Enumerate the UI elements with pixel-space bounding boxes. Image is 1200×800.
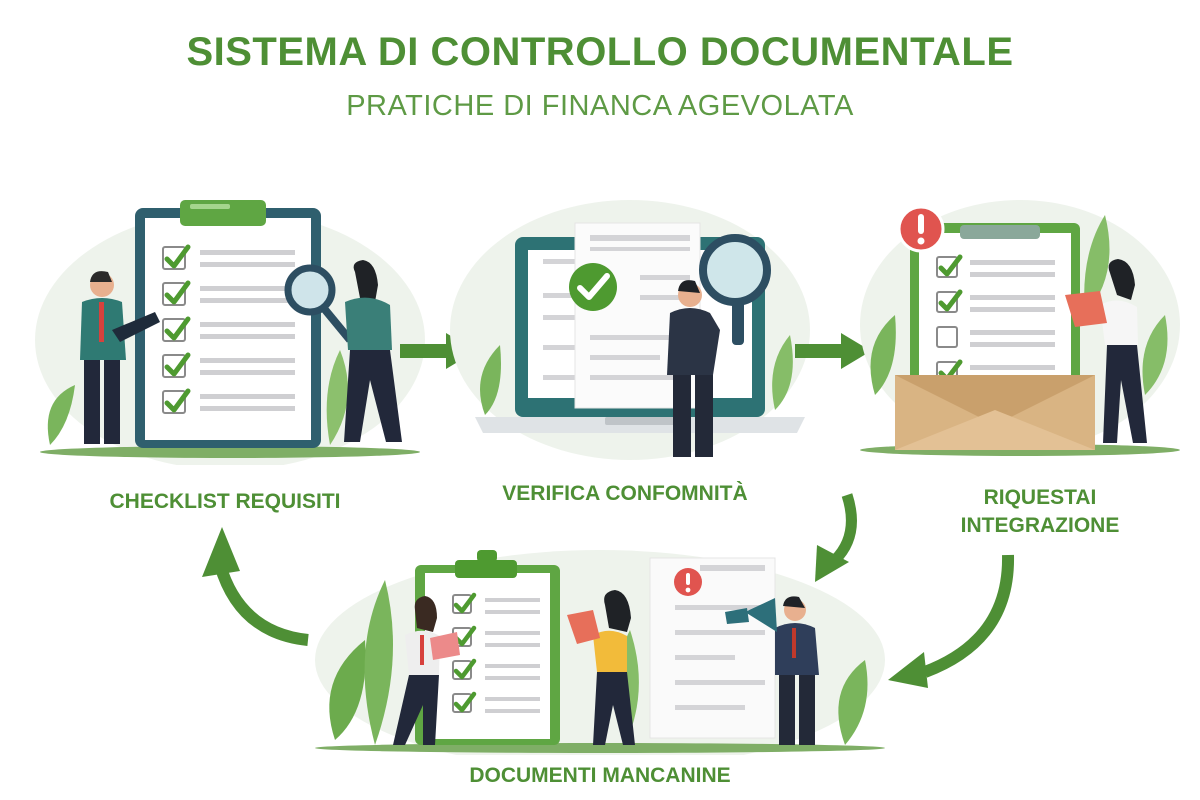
- woman-with-magnifier-figure: [284, 260, 402, 442]
- step-label-richiesta-line1: RIQUESTAI: [983, 486, 1097, 509]
- flow-arrow-right-2: [795, 333, 871, 369]
- step-label-mancanti: DOCUMENTI MANCANINE: [469, 764, 731, 787]
- flow-arrow-curved-down: [815, 493, 857, 582]
- flow-arrow-curved-up: [202, 527, 309, 646]
- alert-icon: [897, 205, 945, 253]
- page-subtitle: PRATICHE DI FINANCA AGEVOLATA: [346, 90, 854, 122]
- verifica-scene: [445, 195, 815, 470]
- check-circle-icon: [569, 263, 617, 311]
- step-label-verifica: VERIFICA CONFOMNITÀ: [502, 482, 748, 505]
- man-with-magnifier-figure: [667, 234, 771, 457]
- step-label-richiesta-line2: INTEGRAZIONE: [960, 514, 1120, 537]
- step-label-checklist: CHECKLIST REQUISITI: [109, 490, 341, 513]
- checkbox-list: [80, 244, 402, 444]
- richiesta-scene: [855, 195, 1185, 460]
- mancanti-scene: [305, 540, 895, 755]
- flow-arrow-curved-down-left: [888, 554, 1015, 688]
- page-title: SISTEMA DI CONTROLLO DOCUMENTALE: [186, 30, 1014, 74]
- man-with-laptop-figure: [80, 271, 160, 444]
- alert-icon: [674, 568, 702, 596]
- checklist-scene: [30, 190, 430, 465]
